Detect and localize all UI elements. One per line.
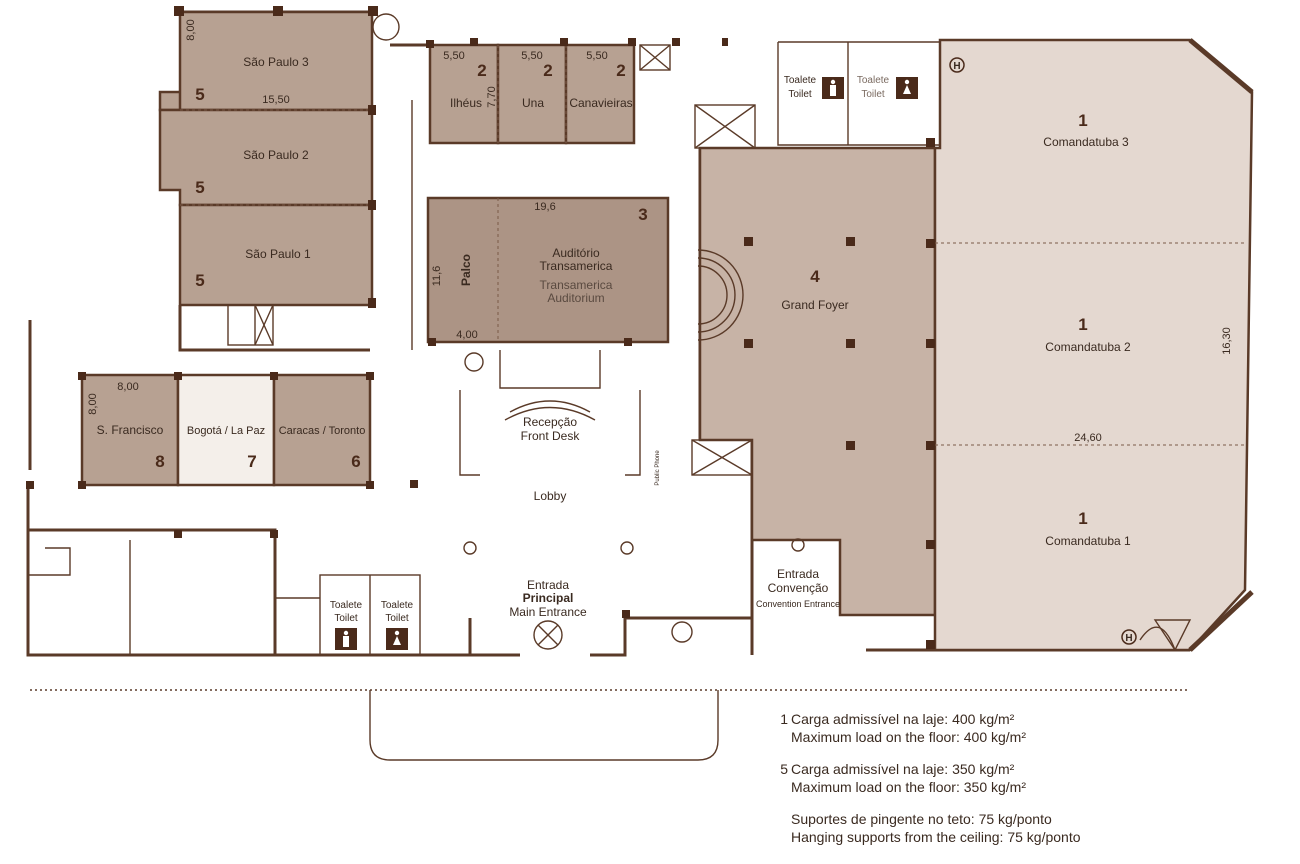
label-entrada-1: Entrada <box>527 578 569 592</box>
num-grand-foyer: 4 <box>810 267 820 286</box>
dimensions: 8,00 15,50 5,50 5,50 5,50 7,70 19,6 11,6… <box>87 19 1233 444</box>
dim-sf-width: 8,00 <box>117 381 138 393</box>
label-lobby: Lobby <box>534 489 567 503</box>
label-toilet-bottom-2-en: Toilet <box>385 613 409 624</box>
label-caracas: Caracas / Toronto <box>279 425 366 437</box>
label-entrada-2: Principal <box>523 591 574 605</box>
num-comandatuba-3: 1 <box>1078 111 1087 130</box>
label-sao-paulo-2: São Paulo 2 <box>243 148 309 162</box>
num-canavieiras: 2 <box>616 61 625 80</box>
num-ilheus: 2 <box>477 61 486 80</box>
label-sao-francisco: S. Francisco <box>97 423 164 437</box>
label-auditorio-en-1: Transamerica <box>540 278 613 292</box>
label-front-desk: Front Desk <box>521 429 581 443</box>
room-caracas-toronto[interactable] <box>272 373 372 487</box>
dim-palco-width: 4,00 <box>456 329 477 341</box>
num-caracas: 6 <box>351 452 360 471</box>
label-grand-foyer: Grand Foyer <box>781 298 848 312</box>
num-sao-paulo-1: 5 <box>195 271 204 290</box>
room-bogota-la-paz[interactable] <box>176 373 276 487</box>
legend-key: 1 <box>780 711 788 727</box>
label-comandatuba-3: Comandatuba 3 <box>1043 135 1129 149</box>
num-sao-paulo-2: 5 <box>195 178 204 197</box>
dim-aud-width: 19,6 <box>534 201 555 213</box>
label-entrada-convencao-2: Convenção <box>768 581 829 595</box>
elevator-icon <box>1121 629 1137 645</box>
elevator-icon <box>949 57 965 73</box>
dim-sp-width: 15,50 <box>262 94 290 106</box>
legend-text-pt: Carga admissível na laje: 350 kg/m² <box>791 761 1015 777</box>
elevator-label: H <box>953 61 960 72</box>
legend-item-1: 1 Carga admissível na laje: 400 kg/m² <box>772 710 1192 728</box>
room-grand-foyer[interactable] <box>698 146 937 617</box>
legend-hanging-en: Hanging supports from the ceiling: 75 kg… <box>772 828 1192 846</box>
label-recepcao: Recepção <box>523 415 577 429</box>
label-auditorio-1: Auditório <box>552 246 600 260</box>
label-comandatuba-2: Comandatuba 2 <box>1045 340 1131 354</box>
label-entrada-convencao-1: Entrada <box>777 567 819 581</box>
label-toilet-bottom-2-pt: Toalete <box>381 600 414 611</box>
num-auditorio: 3 <box>638 205 647 224</box>
dim-sp-height: 8,00 <box>185 19 197 40</box>
legend-hanging: Suportes de pingente no teto: 75 kg/pont… <box>772 810 1192 828</box>
label-public-phone: Public Phone <box>655 450 661 486</box>
decor <box>372 13 1192 652</box>
legend-hanging-pt: Suportes de pingente no teto: 75 kg/pont… <box>791 811 1052 827</box>
label-toilet-top-1-pt: Toalete <box>784 75 817 86</box>
dim-aud-height: 11,6 <box>431 266 443 287</box>
legend-item-5: 5 Carga admissível na laje: 350 kg/m² <box>772 760 1192 778</box>
legend-text-en: Maximum load on the floor: 400 kg/m² <box>791 729 1026 745</box>
label-canavieiras: Canavieiras <box>569 96 632 110</box>
columns <box>26 6 935 649</box>
num-una: 2 <box>543 61 552 80</box>
label-una: Una <box>522 96 544 110</box>
dim-small-width-3: 5,50 <box>586 50 607 62</box>
room-ilheus[interactable] <box>428 43 500 145</box>
legend-item-1-en: Maximum load on the floor: 400 kg/m² <box>772 728 1192 746</box>
label-toilet-top-1-en: Toilet <box>788 89 812 100</box>
room-sao-paulo-1[interactable] <box>178 203 374 307</box>
dim-com-width: 24,60 <box>1074 432 1102 444</box>
label-toilet-bottom-1-pt: Toalete <box>330 600 363 611</box>
dim-com-depth: 16,30 <box>1221 327 1233 355</box>
dim-sf-height: 8,00 <box>87 393 99 414</box>
legend-hanging-en-text: Hanging supports from the ceiling: 75 kg… <box>791 829 1081 845</box>
num-comandatuba-2: 1 <box>1078 315 1087 334</box>
legend-text-pt: Carga admissível na laje: 400 kg/m² <box>791 711 1015 727</box>
dim-small-width-2: 5,50 <box>521 50 542 62</box>
label-toilet-top-2-pt: Toalete <box>857 75 890 86</box>
legend-item-5-en: Maximum load on the floor: 350 kg/m² <box>772 778 1192 796</box>
label-sao-paulo-1: São Paulo 1 <box>245 247 311 261</box>
num-comandatuba-1: 1 <box>1078 509 1087 528</box>
label-comandatuba-1: Comandatuba 1 <box>1045 534 1131 548</box>
labels: São Paulo 3 5 São Paulo 2 5 São Paulo 1 … <box>97 55 1131 624</box>
rooms <box>80 10 1254 652</box>
label-sao-paulo-3: São Paulo 3 <box>243 55 309 69</box>
legend-key: 5 <box>780 761 788 777</box>
label-main-entrance: Main Entrance <box>509 605 587 619</box>
elevator-markers: H H <box>949 57 1137 645</box>
dim-small-width-1: 5,50 <box>443 50 464 62</box>
num-bogota: 7 <box>247 452 256 471</box>
label-toilet-bottom-1-en: Toilet <box>334 613 358 624</box>
elevator-label: H <box>1125 633 1132 644</box>
label-ilheus: Ilhéus <box>450 96 482 110</box>
num-sao-francisco: 8 <box>155 452 164 471</box>
toilet-icons <box>335 77 918 650</box>
num-sao-paulo-3: 5 <box>195 85 204 104</box>
dim-small-depth: 7,70 <box>486 86 498 107</box>
room-auditorio[interactable] <box>426 196 670 344</box>
label-toilet-top-2-en: Toilet <box>861 89 885 100</box>
room-sao-francisco[interactable] <box>80 373 180 487</box>
label-auditorio-en-2: Auditorium <box>547 291 604 305</box>
label-auditorio-2: Transamerica <box>540 259 613 273</box>
label-convention-entrance: Convention Entrance <box>756 599 840 609</box>
room-canavieiras[interactable] <box>564 43 636 145</box>
label-bogota: Bogotá / La Paz <box>187 425 265 437</box>
label-palco: Palco <box>459 254 473 286</box>
room-sao-paulo-2[interactable] <box>158 108 374 207</box>
load-legend: 1 Carga admissível na laje: 400 kg/m² Ma… <box>772 710 1192 846</box>
legend-text-en: Maximum load on the floor: 350 kg/m² <box>791 779 1026 795</box>
